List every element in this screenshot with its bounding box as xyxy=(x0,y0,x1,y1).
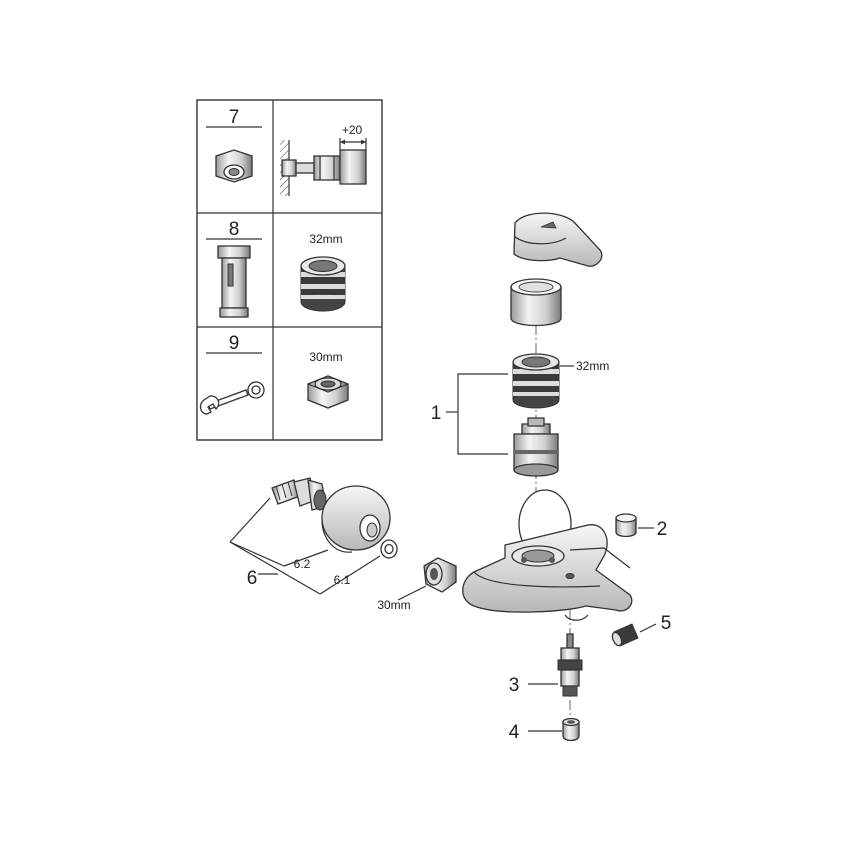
callout-1: 1 xyxy=(431,403,442,424)
diverter-spindle-drawing xyxy=(557,633,583,697)
callout-6-1: 6.1 xyxy=(334,573,351,587)
aerator-drawing xyxy=(611,623,639,647)
adapter-nipple-drawing xyxy=(215,149,253,183)
row-7-number: 7 xyxy=(229,107,240,128)
row-8-number: 8 xyxy=(229,219,240,240)
row-7-extension-label: +20 xyxy=(342,123,363,137)
callout-5: 5 xyxy=(661,613,672,634)
union-nut-size-label: 30mm xyxy=(377,598,410,612)
s-union-drawing xyxy=(271,477,327,511)
row-9-number: 9 xyxy=(229,333,240,354)
cartridge-size-label: 32mm xyxy=(576,359,609,373)
cartridge-upper-drawing xyxy=(512,353,560,409)
nut-drawing xyxy=(307,375,349,409)
callout-6-2: 6.2 xyxy=(294,557,311,571)
row-8-size-label: 32mm xyxy=(309,232,342,246)
callout-6: 6 xyxy=(247,568,258,589)
cartridge-ring-drawing xyxy=(300,256,346,312)
cover-cap-drawing xyxy=(510,278,562,327)
diverter-knob-drawing xyxy=(615,513,637,538)
mixer-exploded-view: 32mm 1 2 5 3 4 6 6.2 6.1 30mm xyxy=(229,212,672,743)
union-nut-drawing xyxy=(423,557,457,593)
callout-3: 3 xyxy=(509,675,520,696)
callout-2: 2 xyxy=(657,519,668,540)
lever-handle-drawing xyxy=(513,212,603,267)
spare-parts-table: 7 +20 xyxy=(196,99,383,441)
washer-drawing xyxy=(380,539,398,559)
mixer-body-drawing xyxy=(462,489,633,621)
leader-lines xyxy=(229,365,657,732)
callout-4: 4 xyxy=(509,722,520,743)
wall-rosette-drawing xyxy=(321,485,391,553)
wrench-icon xyxy=(199,381,265,415)
cartridge-lower-drawing xyxy=(513,417,559,477)
table-row-9: 9 30mm xyxy=(199,333,349,415)
table-row-7: 7 +20 xyxy=(206,107,367,196)
extension-drawing xyxy=(280,138,367,196)
table-row-8: 8 32mm xyxy=(206,219,346,318)
row-9-size-label: 30mm xyxy=(309,350,342,364)
sleeve-tool-drawing xyxy=(217,245,251,318)
small-nut-drawing xyxy=(562,717,580,742)
